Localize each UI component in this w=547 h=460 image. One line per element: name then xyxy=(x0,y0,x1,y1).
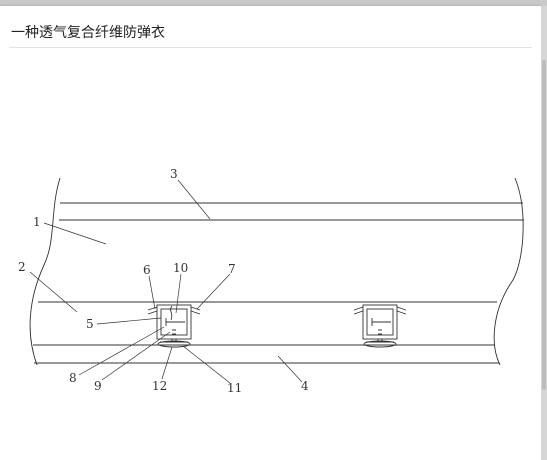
dialog-window: 一种透气复合纤维防弹衣 xyxy=(0,6,541,460)
label-1: 1 xyxy=(33,215,41,229)
label-2: 2 xyxy=(18,260,26,274)
label-11: 11 xyxy=(227,381,242,395)
label-10: 10 xyxy=(173,261,188,275)
vent-fitting-right xyxy=(353,304,407,348)
label-8: 8 xyxy=(69,371,77,385)
left-break-edge xyxy=(29,177,61,366)
label-6: 6 xyxy=(143,263,151,277)
right-break-edge xyxy=(493,177,524,366)
window-title: 一种透气复合纤维防弹衣 xyxy=(11,25,165,41)
leader-lines xyxy=(29,179,303,384)
label-4: 4 xyxy=(301,379,309,393)
label-9: 9 xyxy=(94,379,102,393)
scrollbar-thumb[interactable] xyxy=(542,60,546,390)
label-12: 12 xyxy=(152,379,167,393)
label-3: 3 xyxy=(170,167,178,181)
part-labels: 3 1 2 6 10 7 5 8 9 12 11 4 xyxy=(18,167,309,395)
label-7: 7 xyxy=(228,262,236,276)
label-5: 5 xyxy=(86,317,94,331)
vent-fitting-left xyxy=(147,304,201,348)
title-divider xyxy=(9,47,532,48)
